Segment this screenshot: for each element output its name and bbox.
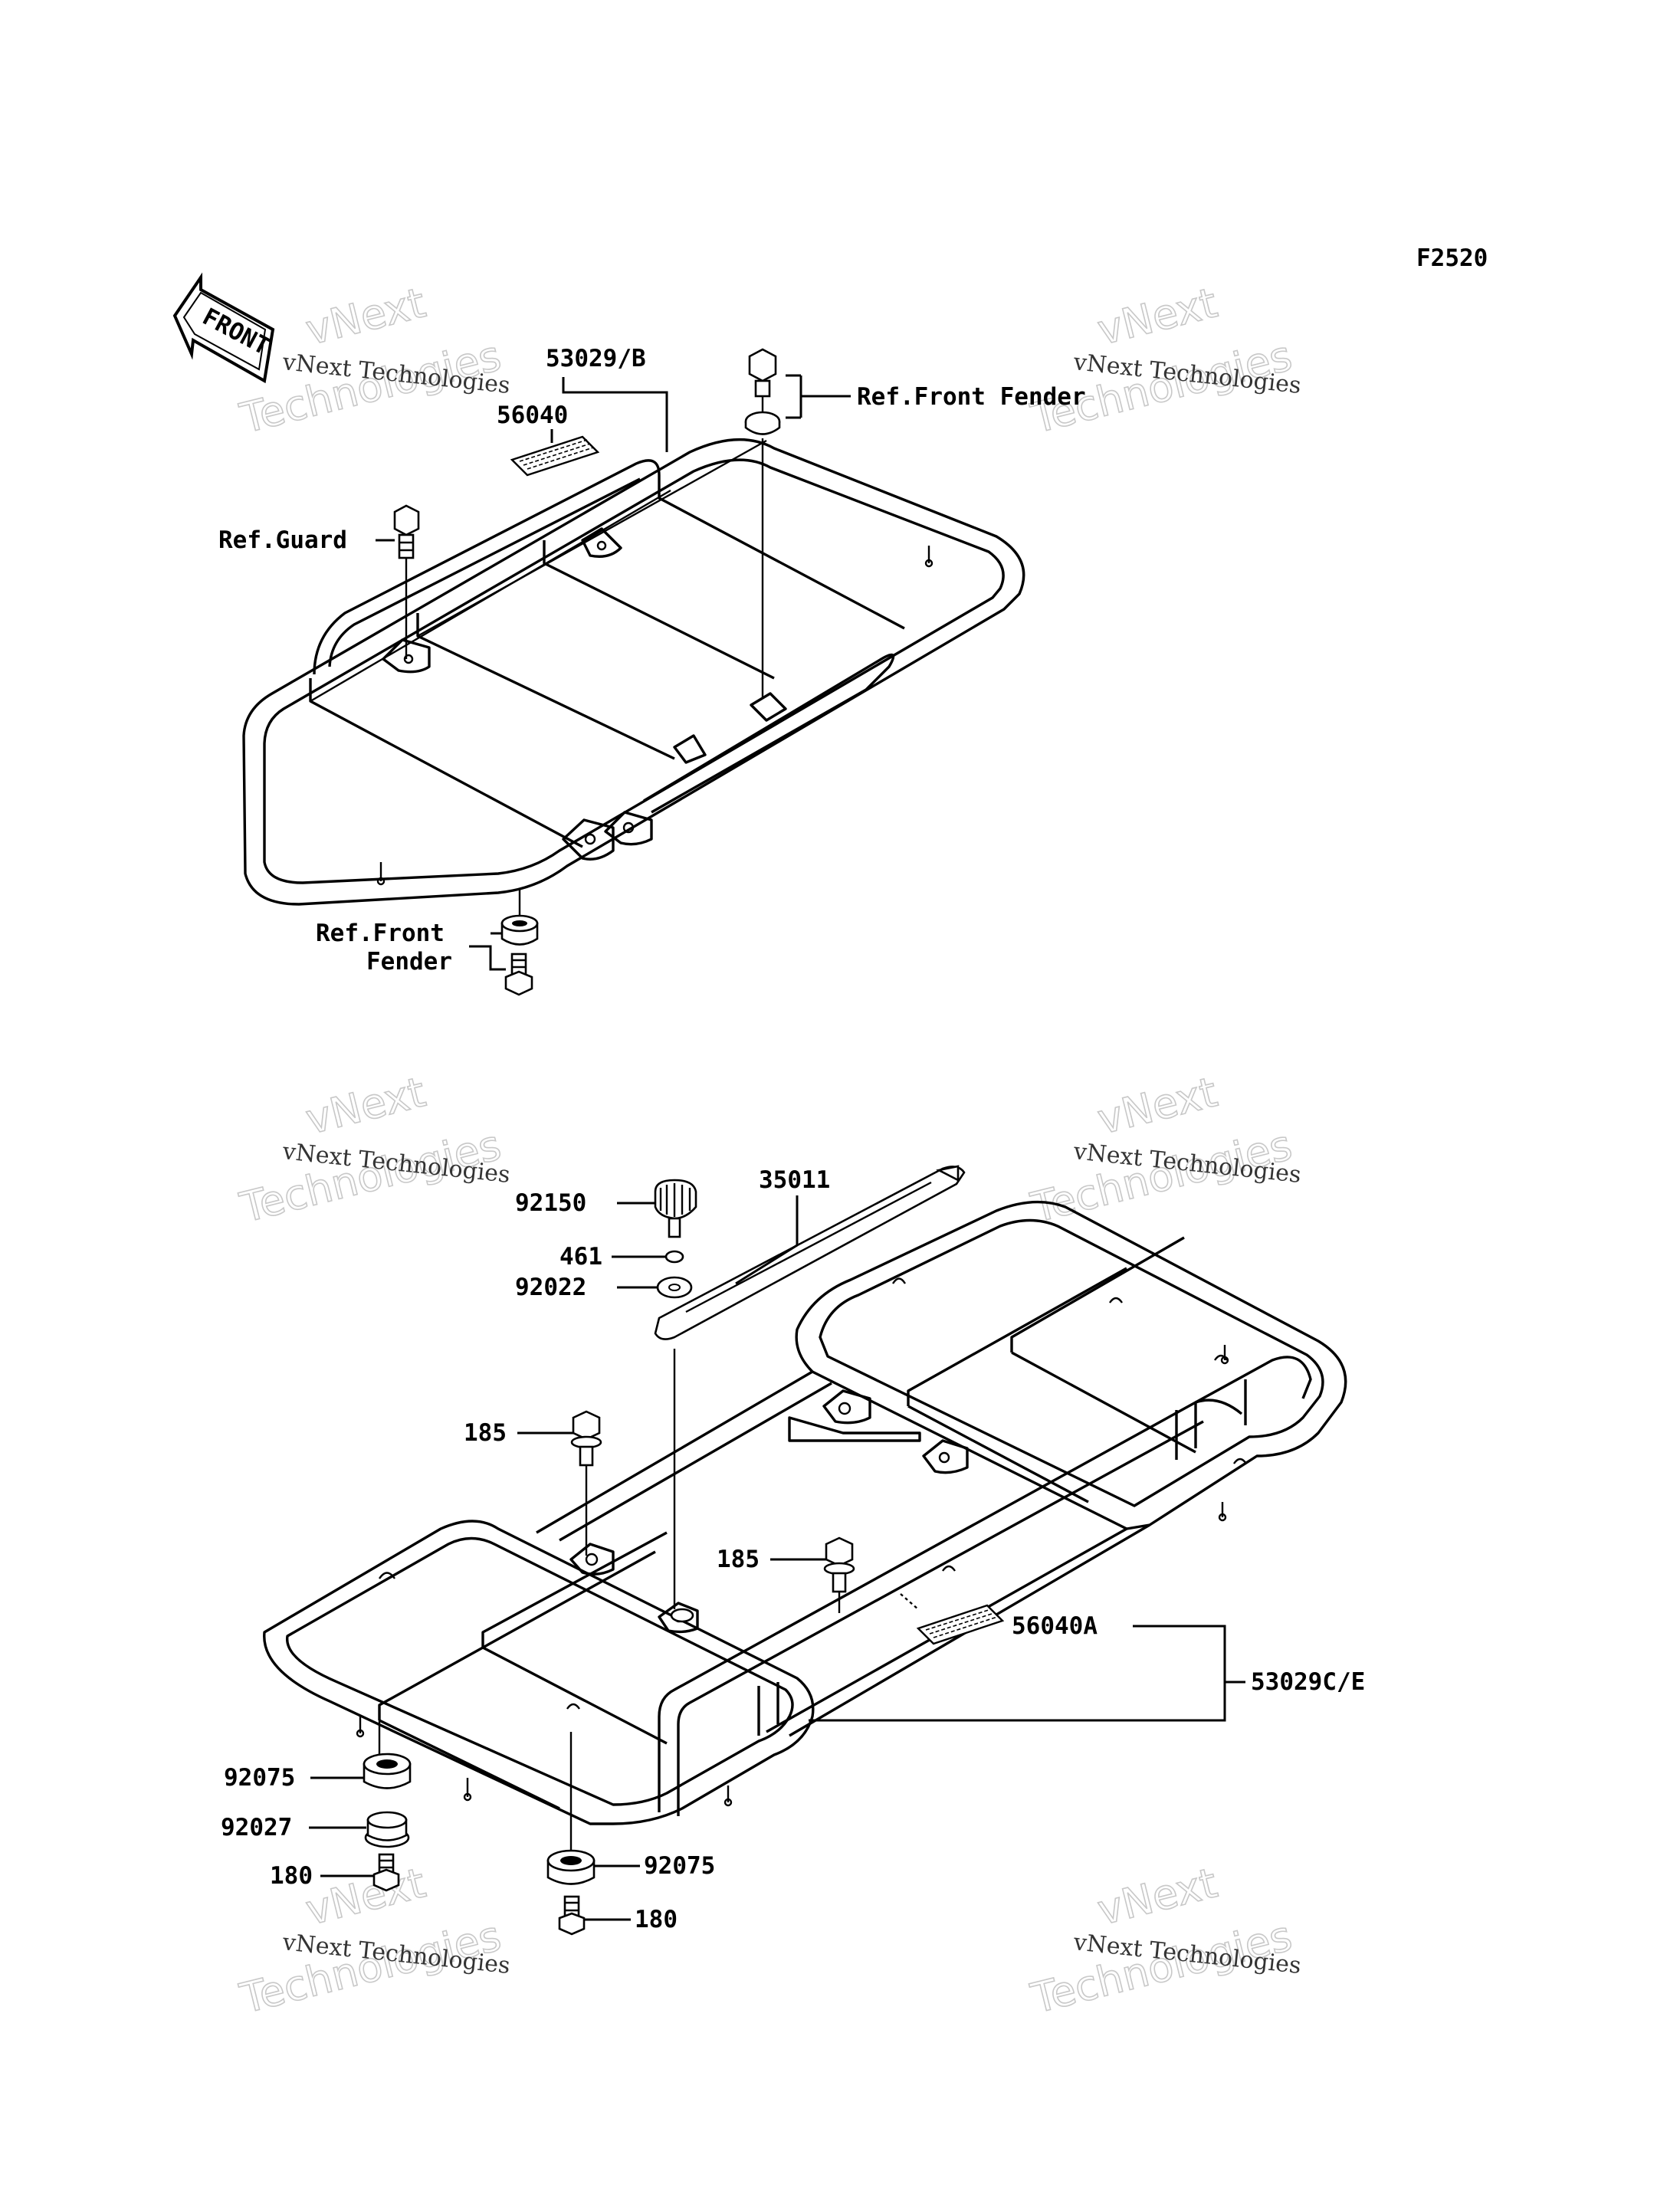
label-185-right: 185	[717, 1546, 760, 1573]
nut-icon	[664, 1250, 684, 1264]
screw-icon	[558, 1895, 586, 1936]
watermark-vnext: vNext	[301, 1858, 430, 1934]
knob-icon	[654, 1179, 697, 1238]
label-461: 461	[559, 1243, 602, 1271]
label-ref-guard: Ref.Guard	[218, 526, 347, 554]
damper-icon	[500, 889, 539, 946]
damper-icon	[546, 1849, 596, 1885]
label-ref-front-line2: Fender	[366, 948, 452, 976]
label-53029b: 53029/B	[546, 345, 646, 372]
label-180-left: 180	[270, 1862, 313, 1890]
screw-icon	[504, 953, 533, 996]
label-180-right: 180	[635, 1906, 678, 1933]
bolt-icon	[393, 504, 420, 659]
label-92027: 92027	[221, 1814, 292, 1841]
top-rack-assembly	[242, 438, 1025, 906]
bolt-icon	[748, 348, 777, 414]
bottom-rack-assembly	[263, 1200, 1347, 1825]
front-arrow-icon: FRONT	[172, 272, 275, 384]
bottom-rack-callouts: 35011 92150 461 92022 185 185	[221, 1165, 1365, 1936]
bolt-icon	[570, 1410, 602, 1556]
washer-icon	[744, 411, 781, 697]
label-ref-front-fender: Ref.Front Fender	[857, 383, 1086, 411]
washer-icon	[656, 1276, 693, 1299]
label-92075-left: 92075	[224, 1764, 295, 1792]
screw-icon	[372, 1853, 400, 1892]
label-56040: 56040	[497, 402, 568, 429]
label-92022: 92022	[515, 1274, 586, 1301]
watermark-top-right: vNext Technologies vNext Technologies	[1025, 278, 1302, 444]
watermark-vnext: vNext	[1093, 1067, 1222, 1143]
watermark-vnext: vNext	[1093, 278, 1222, 354]
bolt-icon	[823, 1536, 855, 1613]
damper-icon	[363, 1753, 412, 1789]
figure-id: F2520	[1416, 244, 1488, 272]
label-plate-icon	[916, 1604, 1005, 1645]
watermark-vnext: vNext	[1093, 1858, 1222, 1934]
label-53029ce: 53029C/E	[1251, 1668, 1365, 1696]
collar-icon	[364, 1811, 410, 1848]
label-ref-front-line1: Ref.Front	[316, 920, 445, 947]
label-92150: 92150	[515, 1189, 586, 1217]
watermark-vnext: vNext	[301, 1067, 430, 1143]
label-185-left: 185	[464, 1419, 507, 1447]
strap-icon	[654, 1165, 966, 1340]
bottom-rack-frame	[263, 1520, 815, 1825]
label-35011: 35011	[759, 1166, 830, 1194]
label-92075-right: 92075	[644, 1852, 715, 1880]
top-rack-callouts: 53029/B 56040 Ref.Guard Ref.Front Fender	[218, 345, 1086, 996]
watermark-vnext: vNext	[301, 278, 430, 354]
label-plate-icon	[510, 435, 600, 477]
watermark-top-left: vNext Technologies vNext Technologies	[235, 278, 511, 444]
label-56040a: 56040A	[1012, 1612, 1098, 1640]
watermark-bottom-right: vNext Technologies vNext Technologies	[1025, 1858, 1302, 2024]
watermark-mid-left: vNext Technologies vNext Technologies	[235, 1067, 511, 1233]
